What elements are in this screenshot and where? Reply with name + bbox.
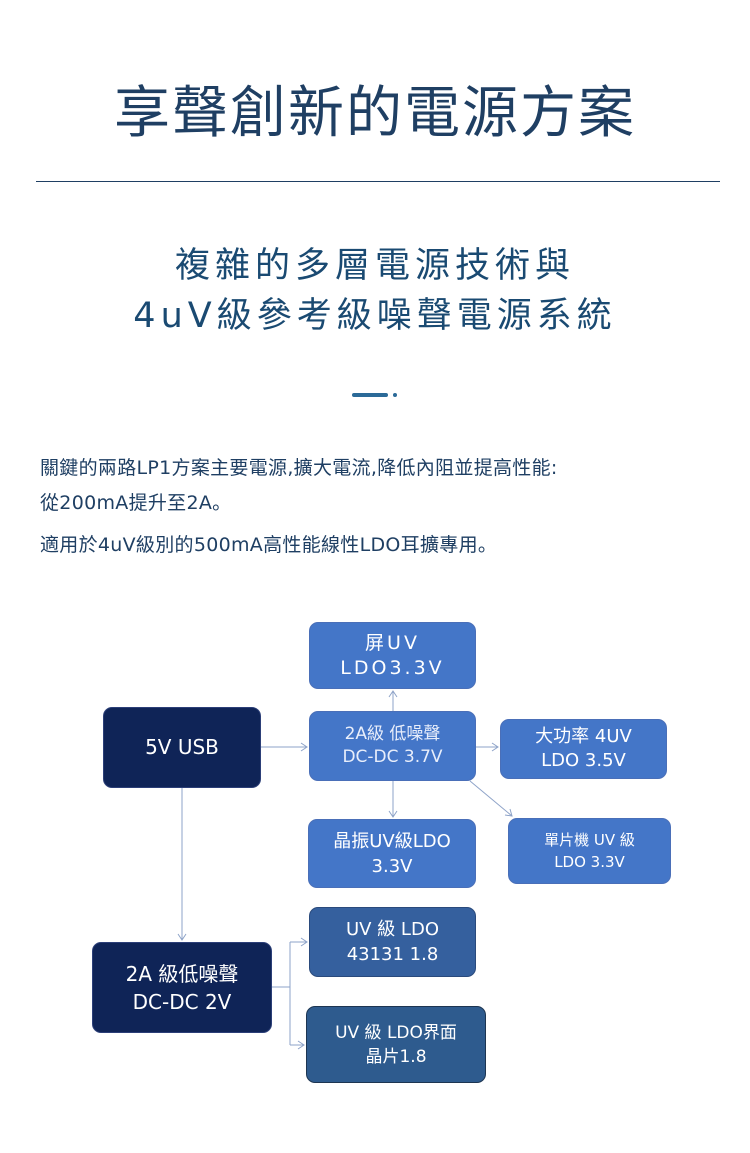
arrowhead-usb-dcdc37 [300,742,308,752]
node-mcu-ldo-3v3: 單片機 UV 級 LDO 3.3V [508,818,671,884]
description-line-3: 適用於4uV級別的500mA高性能線性LDO耳擴專用。 [40,534,498,556]
node-uv-ldo-3v3-line2: LDO3.3V [340,656,445,679]
node-5v-usb-label: 5V USB [145,735,219,759]
node-dcdc-2v-line2: DC-DC 2V [132,989,232,1014]
title-divider [36,181,720,182]
page-title: 享聲創新的電源方案 [114,81,636,146]
connector-dcdc37-single [469,780,513,817]
node-ldo-43131-line1: UV 級 LDO [346,919,439,940]
node-ldo-43131-line2: 43131 1.8 [346,944,439,965]
arrowhead-dcdc37-single [504,808,513,817]
arrowhead-dcdc37-crystal [388,810,398,818]
node-interface-chip-line2: 晶片1.8 [365,1046,427,1067]
accent-dash [352,393,388,397]
node-uv-ldo-3v3-line1: 屏UV [365,631,420,654]
node-crystal-ldo-3v3: 晶振UV級LDO 3.3V [308,819,476,888]
description-line-2: 從200mA提升至2A。 [40,492,232,514]
node-mcu-ldo-line1: 單片機 UV 級 [544,831,635,849]
description-line-1: 關鍵的兩路LP1方案主要電源,擴大電流,降低內阻並提高性能: [40,457,558,479]
arrowhead-branch-ifchip [297,1040,305,1050]
node-power-ldo-line2: LDO 3.5V [541,750,626,771]
arrowhead-dcdc37-uv33 [388,690,398,698]
node-interface-chip-ldo: UV 級 LDO界面 晶片1.8 [306,1006,486,1083]
arrowhead-dcdc37-power [491,742,499,752]
node-mcu-ldo-line2: LDO 3.3V [554,853,625,871]
node-uv-ldo-3v3: 屏UV LDO3.3V [309,622,476,689]
node-power-ldo-3v5: 大功率 4UV LDO 3.5V [500,719,667,779]
node-ldo-43131: UV 級 LDO 43131 1.8 [309,907,476,977]
subtitle-line-2: 4uV級參考級噪聲電源系統 [133,296,617,336]
accent-dot [393,393,397,397]
node-crystal-ldo-line1: 晶振UV級LDO [333,830,451,852]
node-dcdc-3v7-line1: 2A級 低噪聲 [344,724,441,744]
arrowhead-usb-dcdc2 [177,933,187,941]
node-dcdc-3v7-line2: DC-DC 3.7V [342,747,443,767]
node-interface-chip-line1: UV 級 LDO界面 [335,1022,457,1043]
arrowhead-branch-43131 [300,937,308,947]
node-dcdc-2v: 2A 級低噪聲 DC-DC 2V [92,942,272,1033]
node-power-ldo-line1: 大功率 4UV [535,726,632,747]
node-crystal-ldo-line2: 3.3V [371,855,413,877]
node-5v-usb: 5V USB [103,707,261,788]
subtitle-line-1: 複雜的多層電源技術與 [174,246,575,286]
node-dcdc-3v7: 2A級 低噪聲 DC-DC 3.7V [309,711,476,781]
node-dcdc-2v-line1: 2A 級低噪聲 [125,961,239,986]
